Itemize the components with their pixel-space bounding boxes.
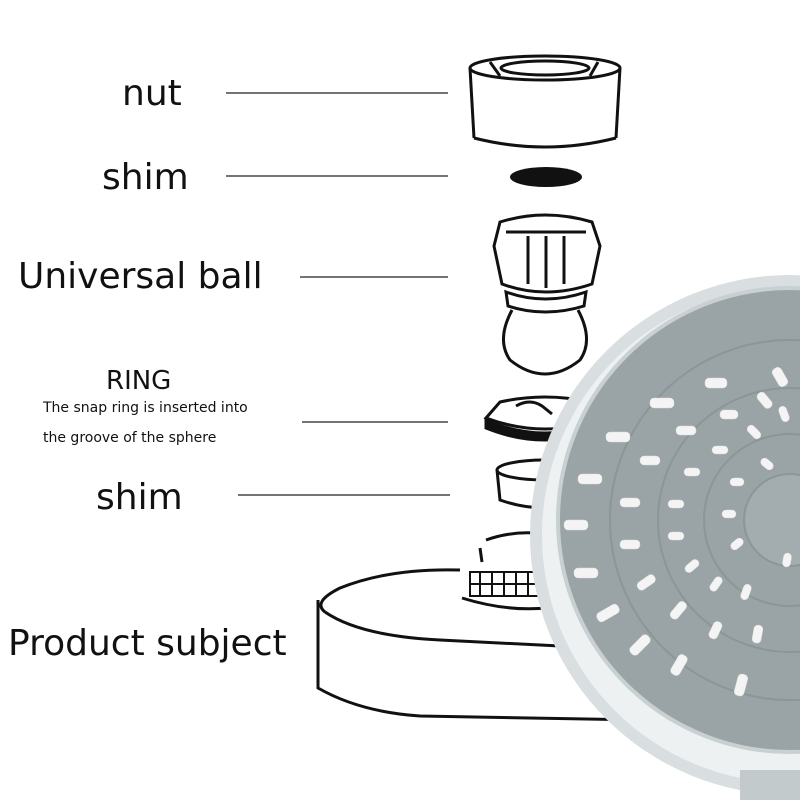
nut-drawing [468,54,622,149]
label-universal-ball: Universal ball [18,256,263,297]
leader-lines [226,92,450,496]
label-ring-note-line1: The snap ring is inserted into [43,400,248,416]
label-ring-note-line2: the groove of the sphere [43,430,217,446]
label-shim-top: shim [102,157,189,198]
universal-ball-drawing [492,213,602,376]
shower-nozzles [563,367,792,697]
product-subject-outline [316,568,641,722]
shim-top-drawing [510,167,582,187]
label-nut: nut [122,73,182,114]
label-ring: RING [106,366,172,396]
shower-head-face [530,275,800,800]
label-shim-bottom: shim [96,477,183,518]
label-product-subject: Product subject [8,623,287,664]
